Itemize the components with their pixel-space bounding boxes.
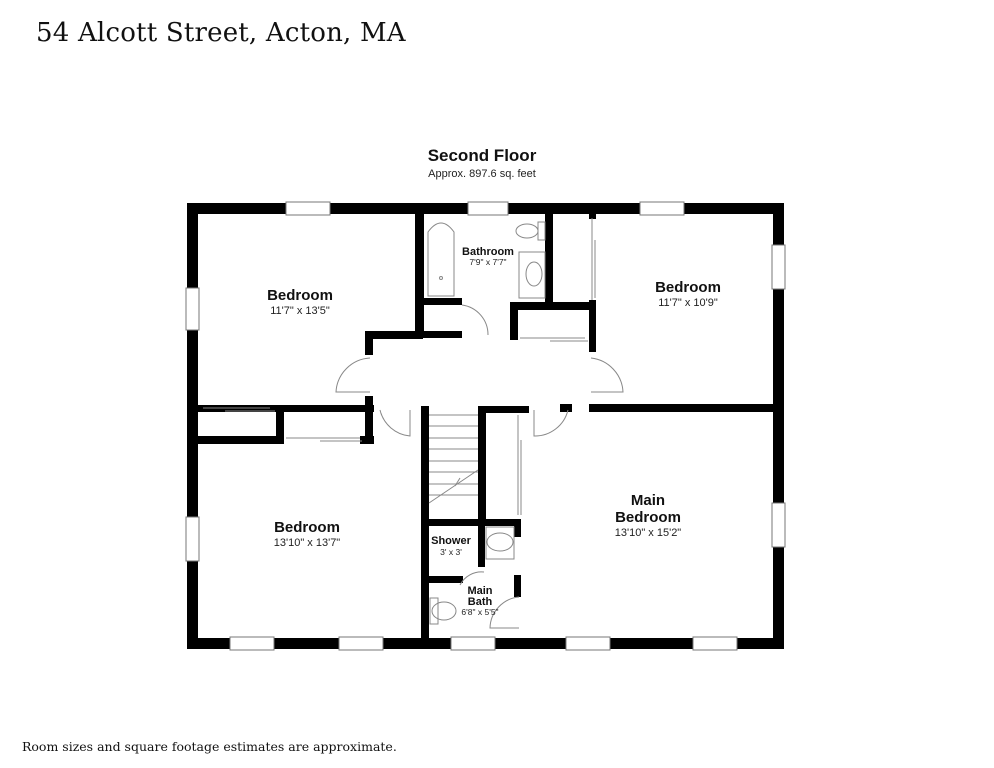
floor-area: Approx. 897.6 sq. feet (0, 168, 994, 180)
floor-title-text: Second Floor (427, 146, 537, 165)
disclaimer-note: Room sizes and square footage estimates … (22, 739, 397, 754)
room-main-bedroom-dims: 13'10" x 15'2" (615, 527, 682, 539)
room-shower-dims: 3' x 3' (440, 547, 462, 557)
floor-title: Second Floor (0, 146, 994, 166)
room-labels: Bedroom 11'7" x 13'5" Bathroom 7'9" x 7'… (267, 246, 721, 617)
room-bathroom-name: Bathroom (462, 246, 514, 258)
room-bedroom-1-dims: 11'7" x 13'5" (270, 305, 330, 317)
room-main-bath-dims: 6'8" x 5'5" (461, 607, 498, 617)
room-bathroom-dims: 7'9" x 7'7" (469, 257, 506, 267)
room-bedroom-2-name: Bedroom (655, 279, 721, 296)
room-main-bath-name-1: Main (467, 585, 492, 597)
windows (185, 201, 786, 651)
floor-area-text: Approx. 897.6 sq. feet (428, 168, 536, 180)
room-bedroom-3-dims: 13'10" x 13'7" (274, 537, 341, 549)
room-bedroom-3-name: Bedroom (274, 519, 340, 536)
room-main-bath-name-2: Bath (468, 596, 493, 608)
room-bedroom-2-dims: 11'7" x 10'9" (658, 297, 718, 309)
property-address: 54 Alcott Street, Acton, MA (36, 18, 406, 48)
room-main-bedroom-name-2: Bedroom (615, 509, 681, 526)
room-bedroom-1-name: Bedroom (267, 287, 333, 304)
room-shower-name: Shower (431, 535, 471, 547)
walls (187, 203, 784, 649)
room-main-bedroom-name-1: Main (631, 492, 665, 509)
doors-and-fixtures (203, 218, 624, 629)
